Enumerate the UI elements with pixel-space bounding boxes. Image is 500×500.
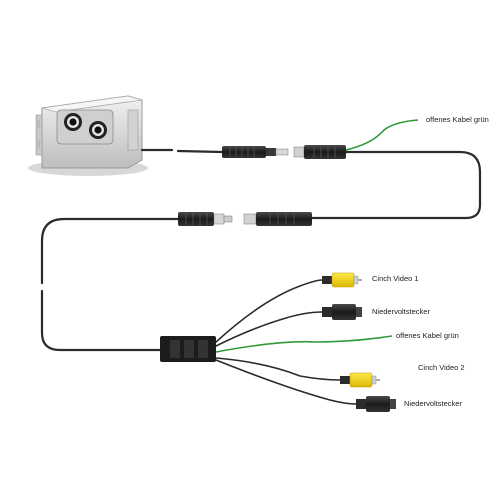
label-rca-video-2: Cinch Video 2 (418, 363, 465, 372)
label-power-plug-2: Niedervoltstecker (404, 399, 462, 408)
camera-top (41, 95, 143, 113)
connector-male-icon (178, 212, 214, 226)
branch-cable-video1 (215, 279, 323, 343)
middle-extension-connector (178, 212, 312, 226)
label-rca-video-1: Cinch Video 1 (372, 274, 419, 283)
camera-bracket-left (35, 114, 43, 156)
connector-pin-sleeve (275, 148, 289, 156)
connector-female-icon (304, 145, 346, 159)
lens-right-icon (89, 121, 107, 139)
dc-body (366, 396, 390, 412)
dc-body (332, 304, 356, 320)
dc-tip (390, 399, 396, 409)
connector-neck (266, 148, 276, 156)
connector-grip (269, 213, 295, 225)
dc-plug-power2-icon (356, 396, 396, 412)
green-wire-bottom (215, 335, 393, 353)
breakout-block-icon (160, 336, 216, 362)
camera (28, 95, 148, 176)
cable-segment (176, 149, 224, 154)
connector-grip (185, 213, 208, 225)
cable-segment (40, 289, 162, 352)
rca-pin (376, 379, 380, 381)
connector-socket-ring (243, 213, 257, 225)
rca-plug-video2-icon (340, 372, 380, 388)
connector-female-icon (256, 212, 312, 226)
rca-boot (322, 276, 332, 284)
rca-sleeve (371, 375, 377, 385)
camera-bracket-right (127, 109, 139, 151)
connector-grip (229, 147, 255, 157)
dc-plug-power1-icon (322, 304, 362, 320)
rca-pin (358, 279, 362, 281)
branch-cable-power2 (215, 359, 357, 405)
breakout-rib (184, 340, 194, 358)
cable-segment (40, 217, 180, 285)
dc-boot (322, 307, 332, 317)
branch-cable-power1 (215, 311, 323, 347)
connector-socket-ring (293, 146, 305, 158)
connector-male-icon (222, 146, 266, 158)
connector-grip (313, 146, 336, 158)
rca-body (331, 272, 355, 288)
camera-bracket-detail (36, 120, 40, 128)
branch-cable-video2 (215, 357, 341, 381)
breakout-rib (170, 340, 180, 358)
green-wire-top (345, 119, 419, 151)
connector-pin (223, 215, 233, 223)
label-green-wire-top: offenes Kabel grün (426, 115, 489, 124)
rca-sleeve (353, 275, 359, 285)
label-power-plug-1: Niedervoltstecker (372, 307, 430, 316)
camera-bracket-detail (36, 140, 40, 148)
rca-body (349, 372, 373, 388)
cable-segment (310, 150, 482, 220)
connector-pin-sleeve (213, 213, 225, 225)
rca-boot (340, 376, 350, 384)
lens-left-icon (64, 113, 82, 131)
dc-boot (356, 399, 366, 409)
rca-plug-video1-icon (322, 272, 362, 288)
label-green-wire-bottom: offenes Kabel grün (396, 331, 459, 340)
breakout-rib (198, 340, 208, 358)
camera-extension-connector (222, 145, 346, 159)
dc-tip (356, 307, 362, 317)
breakout-cables (215, 279, 357, 405)
main-cable (40, 148, 482, 352)
